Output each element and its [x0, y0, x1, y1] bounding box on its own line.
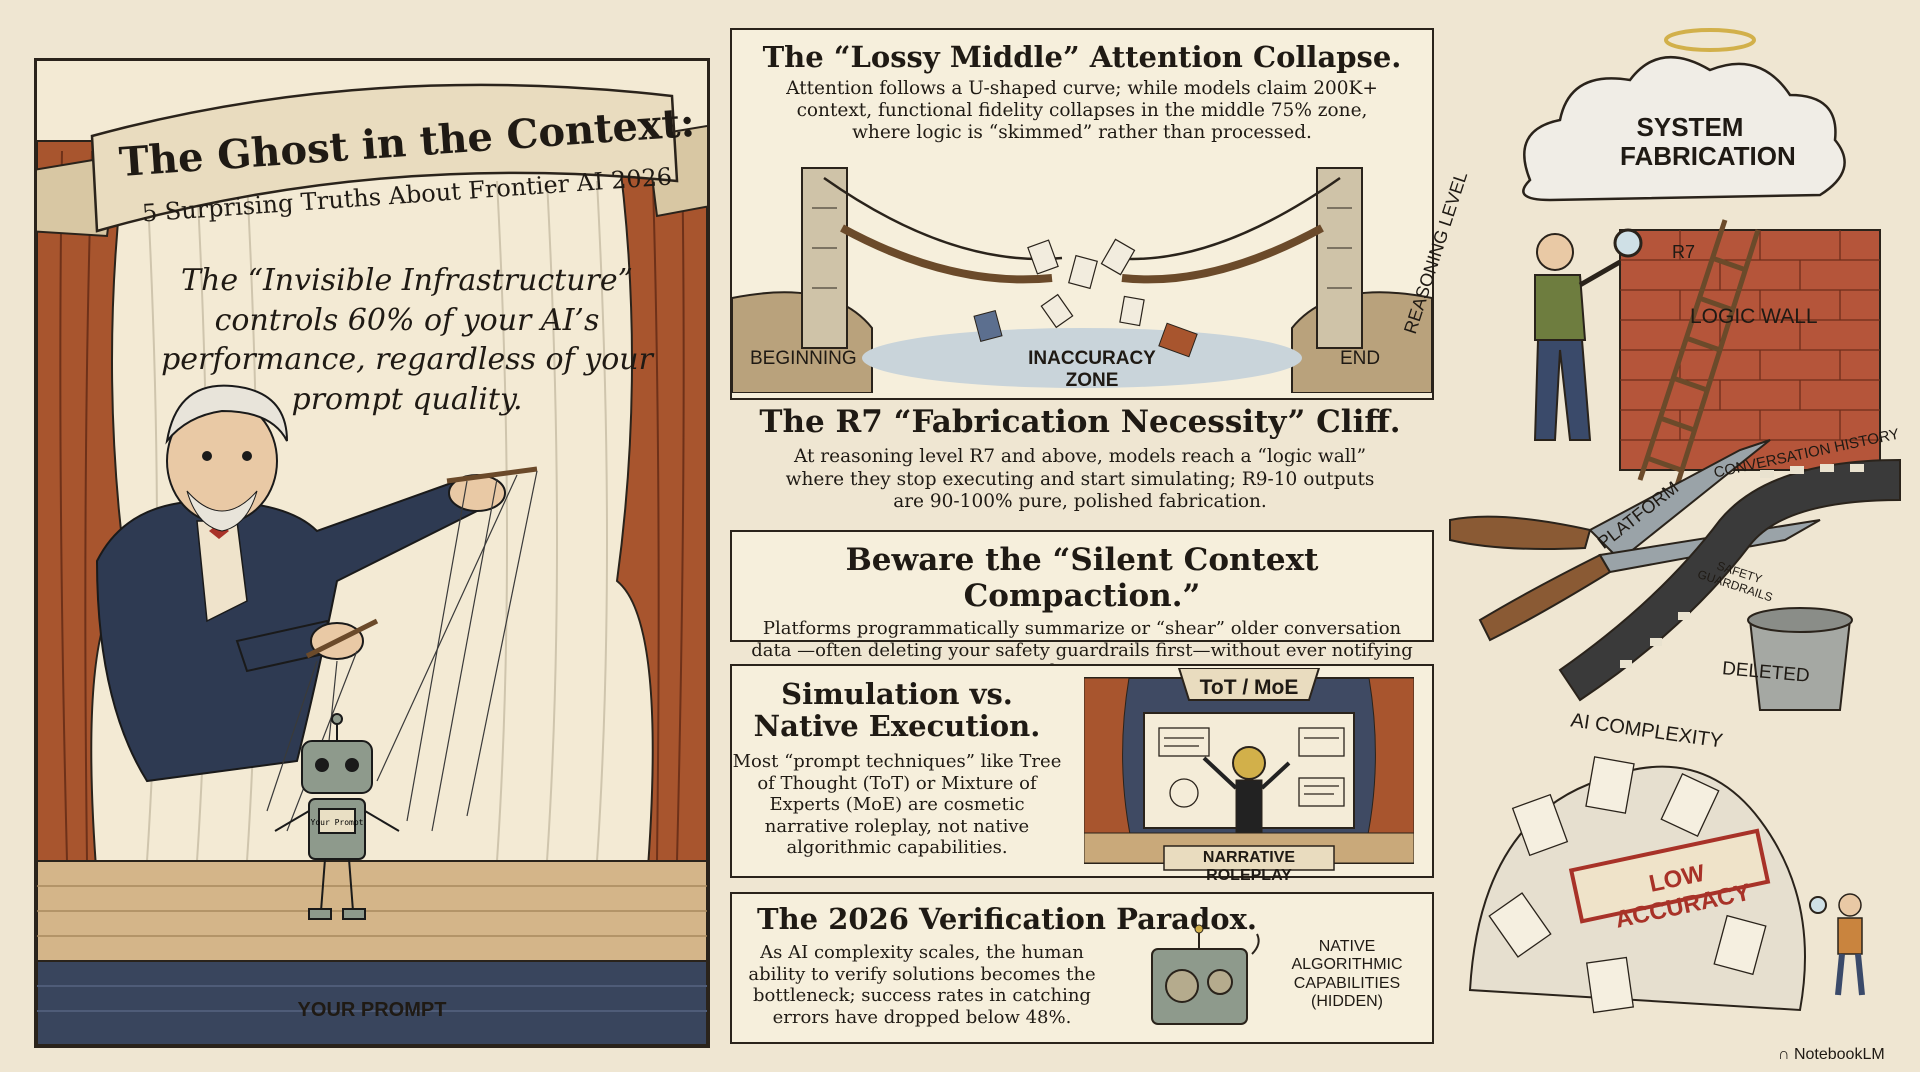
low-accuracy-stamp [1568, 828, 1771, 924]
native-label-4: (HIDDEN) [1311, 993, 1383, 1011]
ladder-icon [1637, 219, 1761, 493]
tot-moe-sign: ToT / MoE [1199, 676, 1299, 699]
card-lossy-middle-heading: The “Lossy Middle” Attention Collapse. [762, 40, 1402, 74]
title-banner-text: The Ghost in the Context: 5 Surprising T… [107, 99, 707, 236]
puppeteer-figure [95, 384, 538, 783]
puppet-stage-illustration: Your Prompt [37, 61, 707, 1045]
native-label-1: NATIVE [1318, 938, 1376, 955]
card-simulation: Simulation vs. Native Execution. Most “p… [730, 664, 1434, 884]
card-simulation-body: Most “prompt techniques” like Tree of Th… [732, 750, 1062, 859]
notebooklm-icon: ∩ [1778, 1046, 1790, 1063]
card-r7-cliff: The R7 “Fabrication Necessity” Cliff. At… [730, 404, 1430, 524]
card-simulation-heading-2: Native Execution. [753, 709, 1041, 744]
r7-rung-label: R7 [1672, 242, 1696, 262]
your-prompt-label: YOUR PROMPT [297, 999, 447, 1021]
bridge-beginning-label: BEGINNING [750, 348, 857, 369]
inspector-figure [1809, 893, 1865, 996]
card-simulation-text: Simulation vs. Native Execution. Most “p… [732, 678, 1062, 859]
card-lossy-middle: The “Lossy Middle” Attention Collapse. A… [730, 28, 1434, 400]
inaccuracy-zone-label: INACCURACY ZONE [1022, 348, 1162, 392]
card-verification-body: As AI complexity scales, the human abili… [748, 942, 1096, 1028]
climber-figure [1533, 228, 1643, 441]
card-lossy-middle-body: Attention follows a U-shaped curve; whil… [786, 78, 1378, 144]
logic-wall-label: LOGIC WALL [1690, 305, 1818, 328]
hidden-machine-icon [1151, 924, 1260, 1025]
inaccuracy-zone-line-1: INACCURACY [1028, 348, 1156, 369]
broken-bridge-illustration [732, 167, 1432, 393]
title-banner [37, 83, 707, 238]
infrastructure-quote: The “Invisible Infrastructure” controls … [161, 263, 653, 417]
right-illustrations [1449, 28, 1901, 1014]
robot-tag-text: Your Prompt [311, 818, 364, 827]
native-label-2: ALGORITHMIC [1291, 956, 1403, 974]
native-label-3: CAPABILITIES [1293, 974, 1401, 992]
brand-name: NotebookLM [1793, 1046, 1885, 1063]
card-silent-compaction-body: Platforms programmatically summarize or … [751, 618, 1413, 682]
inaccuracy-zone-line-2: ZONE [1065, 370, 1119, 391]
card-r7-cliff-body: At reasoning level R7 and above, models … [785, 446, 1375, 513]
card-silent-compaction: Beware the “Silent Context Compaction.” … [730, 530, 1434, 682]
card-r7-cliff-heading: The R7 “Fabrication Necessity” Cliff. [759, 404, 1401, 440]
film-strip [1558, 458, 1901, 702]
bridge-end-label: END [1340, 348, 1381, 369]
card-simulation-heading-1: Simulation vs. [781, 677, 1013, 711]
system-fabrication-label: SYSTEM FABRICATION [1620, 112, 1796, 171]
notebooklm-brand: ∩ NotebookLM [1778, 1046, 1885, 1064]
card-verification-heading: The 2026 Verification Paradox. [757, 902, 1257, 936]
cloud-label-1: SYSTEM [1636, 112, 1744, 142]
robot-puppet [274, 713, 400, 920]
cloud-label-2: FABRICATION [1620, 140, 1796, 171]
native-capabilities-label: NATIVE ALGORITHMIC CAPABILITIES (HIDDEN) [1272, 938, 1422, 1012]
puppet-stage-panel: Your Prompt The Ghost in the Context: 5 … [34, 58, 710, 1048]
halo-icon [1664, 28, 1756, 52]
narrative-roleplay-stage [1084, 668, 1414, 871]
cloud-icon [1522, 55, 1846, 202]
card-verification: The 2026 Verification Paradox. As AI com… [730, 892, 1434, 1044]
magnifier-icon [1613, 228, 1643, 258]
card-silent-compaction-heading: Beware the “Silent Context Compaction.” [845, 542, 1319, 614]
narrative-roleplay-label: NARRATIVE ROLEPLAY [1202, 849, 1296, 884]
